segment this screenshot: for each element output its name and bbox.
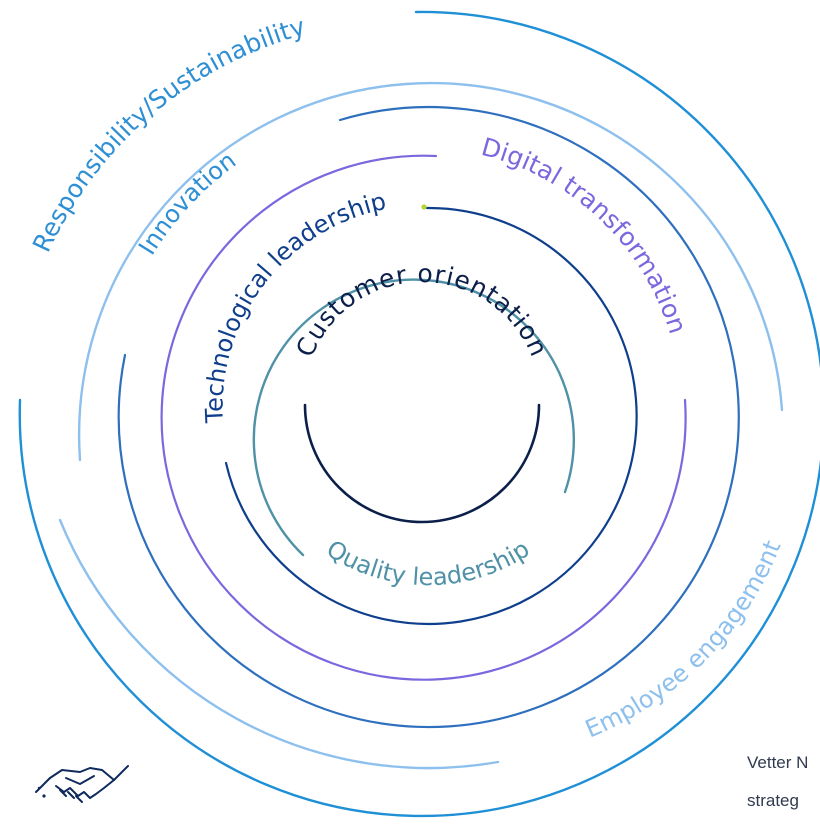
ring-quality-leadership xyxy=(252,278,576,557)
footer-text-line-2: strateg xyxy=(747,791,799,810)
ring-innovation xyxy=(117,105,740,729)
ring-responsibility-sustainability xyxy=(18,10,820,818)
label-quality-leadership: Quality leadership xyxy=(322,535,535,592)
label-innovation: Innovation xyxy=(133,146,241,260)
footer-text-line-1: Vetter N xyxy=(747,753,809,772)
ring-employee-engagement-lower xyxy=(58,518,500,770)
ring-technological-leadership xyxy=(224,206,638,626)
label-customer-orientation: Customer orientation xyxy=(290,259,554,361)
ring-customer-orientation xyxy=(303,403,541,524)
ring-digital-transformation xyxy=(160,154,687,681)
ring-employee-engagement xyxy=(77,81,784,462)
handshake-icon xyxy=(35,765,129,803)
accent-dot xyxy=(421,204,427,210)
